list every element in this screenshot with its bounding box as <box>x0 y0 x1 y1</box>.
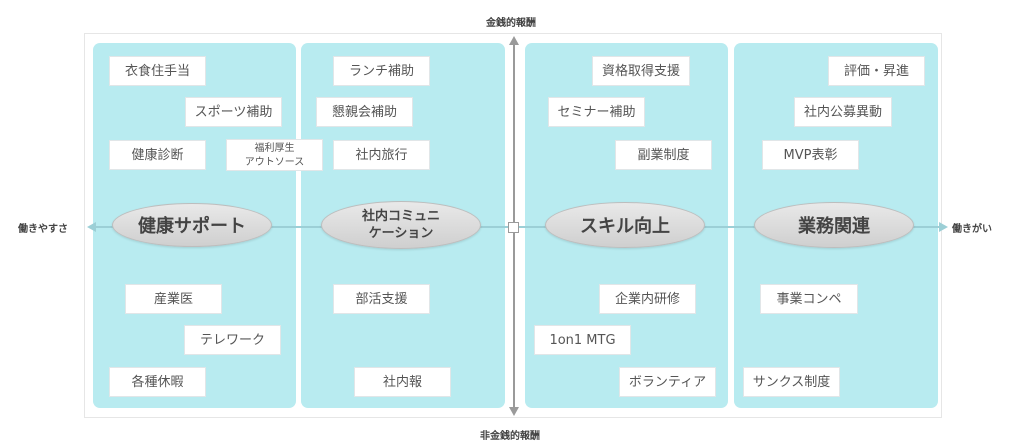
item-occupational-doctor: 産業医 <box>125 284 222 314</box>
item-benefits-outsourcing-line1: 福利厚生 <box>254 142 295 154</box>
item-certification-support: 資格取得支援 <box>592 56 690 86</box>
category-internal-communication: 社内コミュニ ケーション <box>321 201 481 249</box>
item-benefits-outsourcing: 福利厚生 アウトソース <box>226 139 323 171</box>
item-internal-transfer-recruitment: 社内公募異動 <box>794 97 892 127</box>
arrow-left-icon <box>87 222 96 232</box>
item-benefits-outsourcing-line2: アウトソース <box>244 156 305 168</box>
item-company-trip: 社内旅行 <box>333 140 430 170</box>
arrow-right-icon <box>939 222 948 232</box>
axis-label-right: 働きがい <box>952 224 992 235</box>
item-food-housing-allowance: 衣食住手当 <box>109 56 206 86</box>
category-internal-communication-line1: 社内コミュニ <box>361 209 440 224</box>
arrow-down-icon <box>509 407 519 416</box>
axis-label-left: 働きやすさ <box>18 224 68 235</box>
item-club-support: 部活支援 <box>333 284 430 314</box>
item-side-job-system: 副業制度 <box>615 140 712 170</box>
item-seminar-subsidy: セミナー補助 <box>548 97 645 127</box>
item-business-contest: 事業コンペ <box>760 284 858 314</box>
item-evaluation-promotion: 評価・昇進 <box>828 56 925 86</box>
axis-origin-marker <box>508 222 519 233</box>
item-various-leave: 各種休暇 <box>109 367 206 397</box>
item-health-checkup: 健康診断 <box>109 140 206 170</box>
item-social-party-subsidy: 懇親会補助 <box>316 97 413 127</box>
item-lunch-subsidy: ランチ補助 <box>333 56 430 86</box>
item-mvp-award: MVP表彰 <box>762 140 859 170</box>
axis-label-top: 金銭的報酬 <box>486 18 536 29</box>
item-in-house-training: 企業内研修 <box>599 284 696 314</box>
category-skill-improvement: スキル向上 <box>545 202 705 248</box>
item-sports-subsidy: スポーツ補助 <box>185 97 282 127</box>
axis-label-bottom: 非金銭的報酬 <box>480 431 540 442</box>
arrow-up-icon <box>509 36 519 45</box>
category-health-support: 健康サポート <box>112 203 272 247</box>
item-thanks-system: サンクス制度 <box>743 367 840 397</box>
category-work-related: 業務関連 <box>754 202 914 248</box>
item-telework: テレワーク <box>184 325 281 355</box>
item-company-newsletter: 社内報 <box>354 367 451 397</box>
item-volunteer: ボランティア <box>619 367 716 397</box>
item-one-on-one-meeting: 1on1 MTG <box>534 325 631 355</box>
category-internal-communication-line2: ケーション <box>368 226 434 241</box>
